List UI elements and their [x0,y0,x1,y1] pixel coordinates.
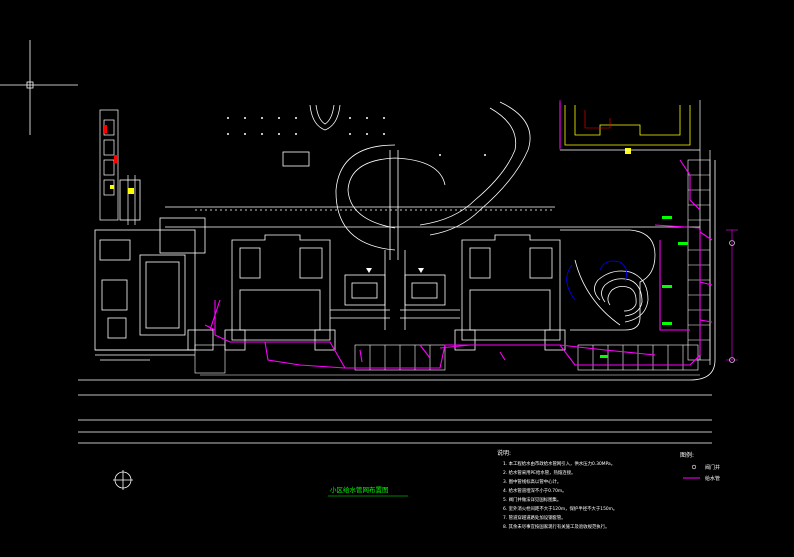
plan-title: 小区给水管网布置图 [330,485,389,494]
parking-stalls [687,159,711,361]
water-supply-pipes [204,102,713,369]
center-left-building [224,234,390,351]
left-building [94,179,214,361]
note-line: 4. 给水管道埋深不小于0.70m。 [503,487,567,494]
legend-valve-symbol [691,464,697,470]
note-line: 3. 图中管线标高以管中心计。 [503,478,561,485]
site-road [165,100,711,365]
ucs-crosshair-icon [0,40,78,135]
legend-label: 给水管 [705,475,720,482]
plaza-pavilion [282,151,310,167]
plaza-curves [309,101,531,260]
note-line: 1. 本工程给水由市政给水管网引入，供水压力0.30MPa。 [503,460,615,467]
dimension-markers [729,240,735,363]
top-right-building [559,100,700,154]
dimension-line [726,229,738,361]
center-right-building [400,234,566,351]
note-line: 6. 室外消火栓间距不大于120m，保护半径不大于150m。 [503,505,617,512]
legend-heading: 图例: [680,451,694,459]
note-line: 7. 管道穿越道路处加设钢套管。 [503,514,566,521]
road-outline [78,160,716,444]
note-line: 2. 给水管采用PE给水管，热熔连接。 [503,469,575,476]
note-line: 8. 其余未尽事宜按国家现行有关施工及验收规范执行。 [503,523,610,530]
blue-curve [599,260,628,283]
legend-label: 阀门井 [705,464,720,471]
notes-heading: 说明: [497,449,511,457]
valve-wells [600,216,688,358]
plaza-trees [227,117,486,156]
design-notes: 说明: 1. 本工程给水由市政给水管网引入，供水压力0.30MPa。 2. 给水… [497,449,617,530]
left-building-accent [104,125,134,194]
north-arrow-icon [113,470,133,490]
legend: 图例: 阀门井 给水管 [680,451,720,482]
blue-curve-2 [566,264,576,301]
left-building-strip [99,109,136,225]
note-line: 5. 阀门井做法详见国标图集。 [503,496,561,503]
right-garden [560,229,656,331]
entrance-markers [366,268,424,273]
